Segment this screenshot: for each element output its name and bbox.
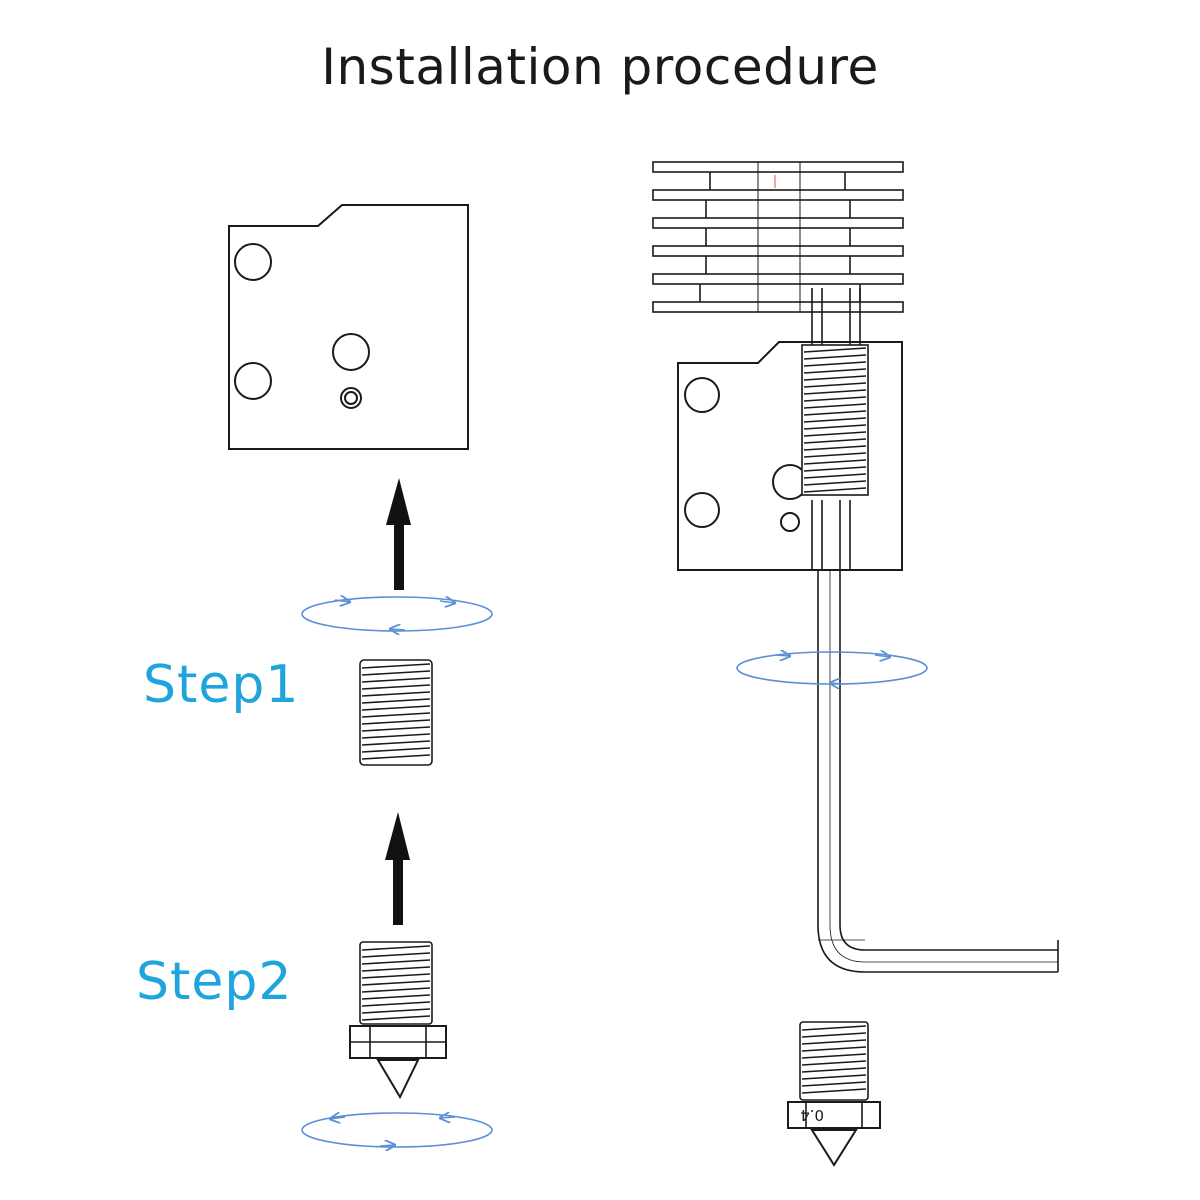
step1-label: Step1 [143,655,300,715]
up-arrow-icon [386,478,411,590]
nozzle-size-marking: 0.4 [800,1106,824,1124]
throat-tube-installed [801,288,869,570]
mount-hole-icon [684,492,720,528]
heat-sink [652,161,904,313]
nozzle [349,941,447,1100]
throat-tube [359,659,433,766]
heater-block-left [228,204,469,450]
rotation-arrow-icon [301,1113,493,1147]
heater-hole-icon [332,333,370,371]
mount-hole-icon [684,377,720,413]
rotation-arrow-icon [736,652,928,684]
thermistor-hole-icon [340,387,362,409]
diagram-title: Installation procedure [321,38,879,96]
rotation-arrow-icon [301,597,493,631]
thermistor-hole-icon [780,512,800,532]
mount-hole-icon [234,362,272,400]
mount-hole-icon [234,243,272,281]
step2-label: Step2 [136,952,293,1012]
up-arrow-icon [385,812,410,925]
nozzle-right: 0.4 [787,1021,881,1167]
hex-key [817,570,1059,973]
